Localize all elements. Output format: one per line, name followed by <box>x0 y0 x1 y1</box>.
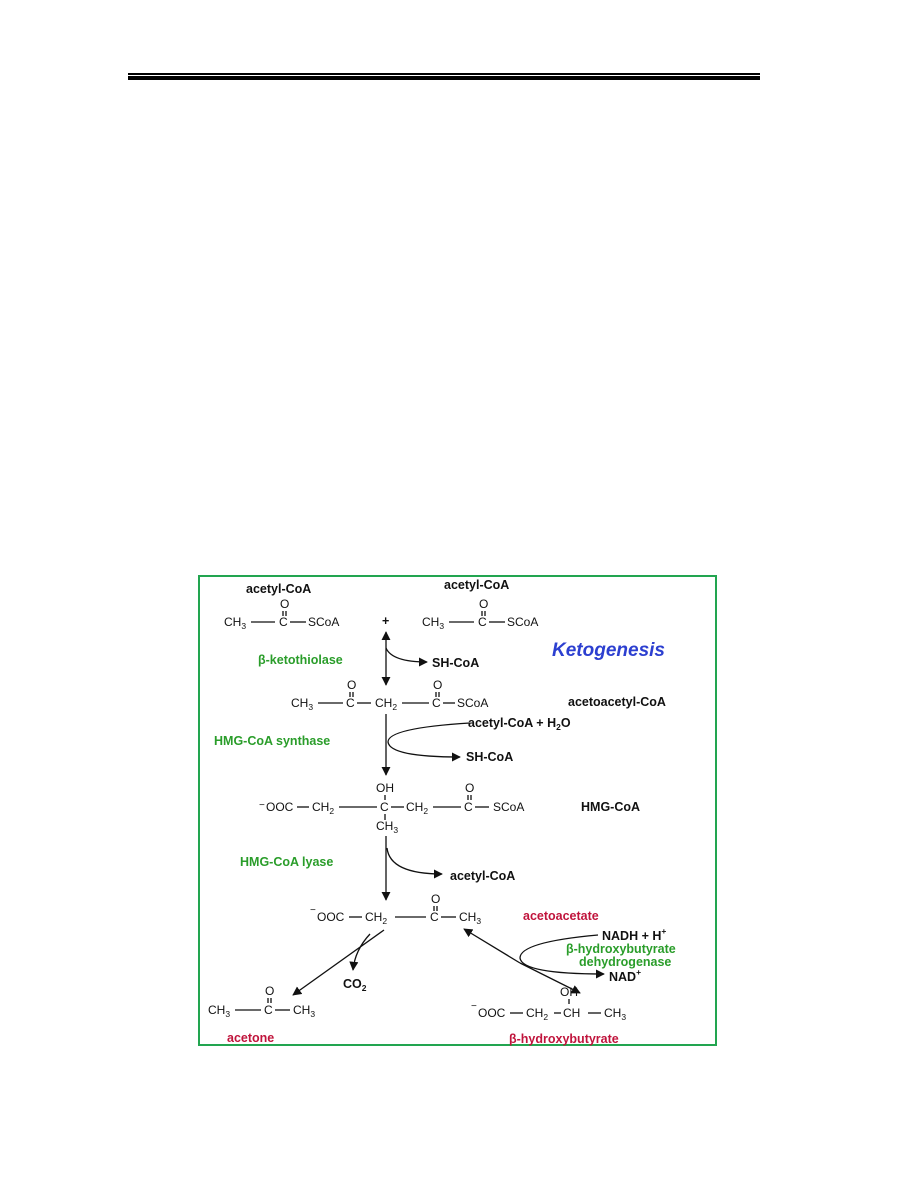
svg-text:OH: OH <box>560 985 578 999</box>
acetyl-coa-label-1: acetyl-CoA <box>246 582 311 596</box>
svg-text:C: C <box>346 696 355 710</box>
svg-text:C: C <box>478 615 487 629</box>
header-rule <box>128 73 760 80</box>
svg-text:C: C <box>279 615 288 629</box>
acetyl-coa-label-2: acetyl-CoA <box>444 578 509 592</box>
co2-arrow <box>349 933 371 971</box>
dehydrogenase-reverse-arrow <box>463 928 521 964</box>
acetoacetyl-coa-label: acetoacetyl-CoA <box>568 695 666 709</box>
svg-text:O: O <box>465 781 474 795</box>
acetone-structure: O CH3 C CH3 <box>208 984 315 1019</box>
product-beta-hydroxybutyrate: β-hydroxybutyrate <box>509 1032 619 1046</box>
sh-coa-label-1: SH-CoA <box>432 656 479 670</box>
sh-coa-label-2: SH-CoA <box>466 750 513 764</box>
co2-label: CO2 <box>343 977 367 993</box>
svg-text:CH3: CH3 <box>604 1006 626 1022</box>
svg-text:O: O <box>431 892 440 906</box>
enzyme-dehydrogenase-line-2: dehydrogenase <box>579 955 671 969</box>
diagram-frame <box>198 575 717 1046</box>
nad-label: NAD+ <box>609 967 641 984</box>
svg-text:CH3: CH3 <box>376 819 398 835</box>
beta-hydroxybutyrate-structure: OH − OOC CH2 CH CH3 <box>471 985 626 1022</box>
svg-text:C: C <box>380 800 389 814</box>
svg-text:CH2: CH2 <box>526 1006 548 1022</box>
svg-text:OOC: OOC <box>317 910 345 924</box>
svg-text:C: C <box>464 800 473 814</box>
svg-text:CH2: CH2 <box>406 800 428 816</box>
svg-text:CH: CH <box>563 1006 580 1020</box>
svg-text:−: − <box>471 1001 477 1012</box>
svg-text:OH: OH <box>376 781 394 795</box>
svg-text:CH2: CH2 <box>365 910 387 926</box>
svg-text:CH3: CH3 <box>422 615 444 631</box>
svg-text:OOC: OOC <box>266 800 294 814</box>
svg-text:−: − <box>259 800 265 811</box>
synthase-side-arrow <box>387 722 471 762</box>
svg-text:SCoA: SCoA <box>457 696 488 710</box>
acetoacetate-structure: O − OOC CH2 C CH3 <box>310 892 481 926</box>
svg-text:O: O <box>479 597 488 611</box>
svg-text:SCoA: SCoA <box>507 615 538 629</box>
svg-text:O: O <box>347 678 356 692</box>
acetyl-coa-label-3: acetyl-CoA <box>450 869 515 883</box>
hmg-coa-label: HMG-CoA <box>581 800 640 814</box>
diagram-title: Ketogenesis <box>552 640 665 661</box>
svg-text:CH2: CH2 <box>312 800 334 816</box>
acetoacetyl-coa-structure: O O CH3 C CH2 C SCoA <box>291 678 488 712</box>
enzyme-hmg-coa-lyase: HMG-CoA lyase <box>240 855 333 869</box>
svg-text:CH3: CH3 <box>291 696 313 712</box>
acetone-arrow <box>292 929 385 996</box>
svg-text:O: O <box>265 984 274 998</box>
sh-coa-release-arrow-1 <box>385 647 428 667</box>
product-acetoacetate: acetoacetate <box>523 909 599 923</box>
nadh-label: NADH + H+ <box>602 926 666 943</box>
plus-sign: + <box>382 614 389 628</box>
svg-text:C: C <box>430 910 439 924</box>
svg-text:CH3: CH3 <box>208 1003 230 1019</box>
acetyl-coa-release-arrow <box>386 847 443 879</box>
svg-text:CH3: CH3 <box>224 615 246 631</box>
svg-text:−: − <box>310 905 316 916</box>
dehydrogenase-forward-arrow <box>519 962 581 994</box>
enzyme-hmg-coa-synthase: HMG-CoA synthase <box>214 734 330 748</box>
svg-text:CH3: CH3 <box>293 1003 315 1019</box>
svg-text:SCoA: SCoA <box>308 615 339 629</box>
acetyl-coa-h2o-label: acetyl-CoA + H2O <box>468 716 571 732</box>
product-acetone: acetone <box>227 1031 274 1045</box>
svg-text:CH2: CH2 <box>375 696 397 712</box>
enzyme-beta-ketothiolase: β-ketothiolase <box>258 653 343 667</box>
hmg-coa-structure: OH O − OOC CH2 C CH2 C SCoA CH3 <box>259 781 524 835</box>
nadh-nad-cofactor-arrow <box>519 934 605 979</box>
svg-text:O: O <box>280 597 289 611</box>
acetyl-coa-structure-1: O CH3 C SCoA <box>224 597 339 631</box>
svg-text:C: C <box>264 1003 273 1017</box>
svg-text:C: C <box>432 696 441 710</box>
svg-text:CH3: CH3 <box>459 910 481 926</box>
svg-text:SCoA: SCoA <box>493 800 524 814</box>
svg-text:O: O <box>433 678 442 692</box>
enzyme-dehydrogenase-line-1: β-hydroxybutyrate <box>566 942 676 956</box>
acetyl-coa-structure-2: O CH3 C SCoA <box>422 597 538 631</box>
svg-text:OOC: OOC <box>478 1006 506 1020</box>
